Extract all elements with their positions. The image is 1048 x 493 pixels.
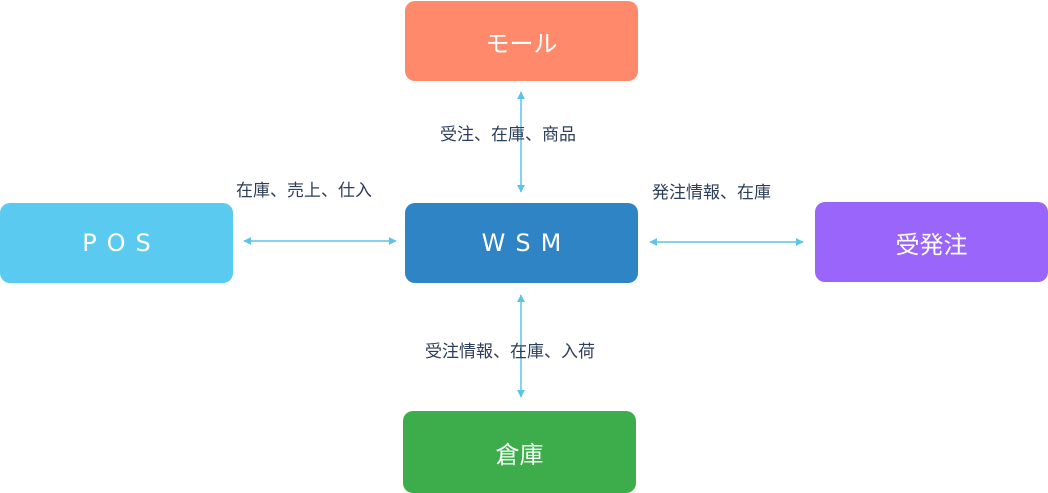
edge-label-mall: 受注、在庫、商品 xyxy=(440,125,576,145)
edge-label-warehouse: 受注情報、在庫、入荷 xyxy=(425,342,595,362)
node-wsm-label: WSM xyxy=(481,229,572,257)
node-order-label: 受発注 xyxy=(895,230,968,259)
edge-label-order: 発注情報、在庫 xyxy=(652,183,771,203)
node-order: 受発注 xyxy=(815,202,1048,282)
edge-label-pos: 在庫、売上、仕入 xyxy=(236,181,372,201)
node-wsm: WSM xyxy=(405,203,638,283)
node-pos: POS xyxy=(0,203,233,283)
node-mall: モール xyxy=(405,1,638,81)
node-warehouse-label: 倉庫 xyxy=(495,440,544,469)
node-pos-label: POS xyxy=(82,229,161,257)
node-warehouse: 倉庫 xyxy=(403,411,636,493)
node-mall-label: モール xyxy=(485,29,558,58)
